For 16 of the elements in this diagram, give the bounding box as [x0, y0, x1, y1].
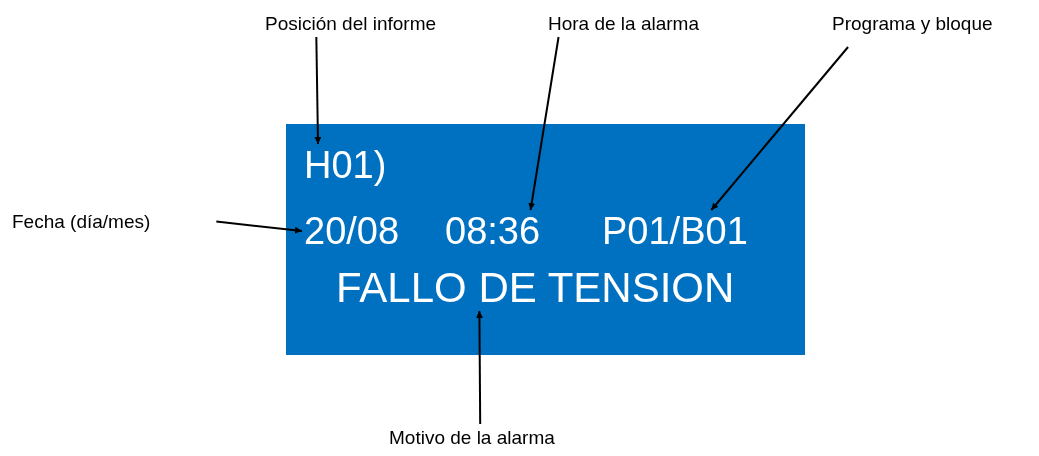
display-text: 08:36 — [445, 212, 541, 250]
callout-label: Motivo de la alarma — [389, 428, 555, 447]
display-text: FALLO DE TENSION — [336, 267, 735, 309]
leader-arrow — [314, 36, 322, 145]
leader-arrow — [215, 220, 303, 234]
leader-arrow — [528, 36, 560, 211]
display-text: P01/B01 — [602, 212, 748, 250]
callout-label: Hora de la alarma — [548, 14, 700, 33]
display-text: H01) — [304, 146, 387, 184]
callout-label: Programa y bloque — [832, 14, 993, 33]
leader-arrow — [710, 46, 850, 211]
callout-label: Fecha (día/mes) — [12, 212, 151, 231]
callout-label: Posición del informe — [265, 14, 437, 33]
leader-arrow — [475, 310, 483, 425]
display-screen — [286, 124, 805, 355]
display-text: 20/08 — [304, 212, 400, 250]
